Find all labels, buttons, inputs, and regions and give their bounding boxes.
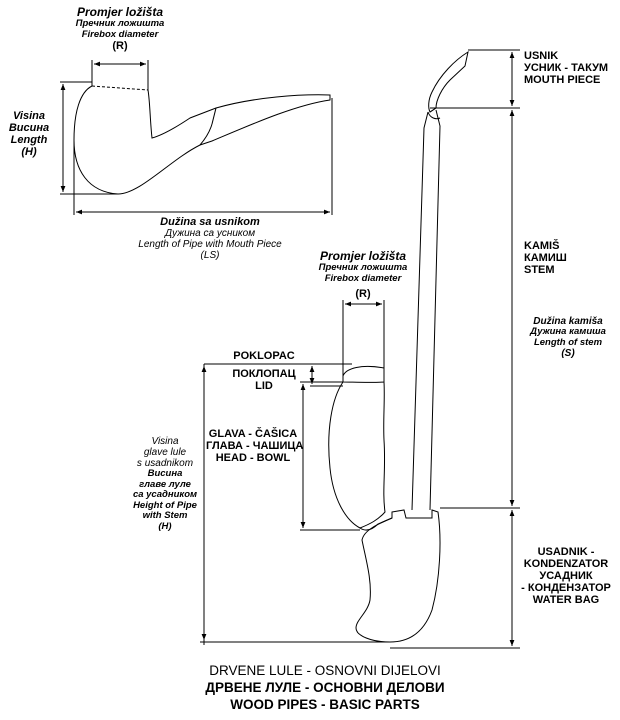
lid-label: POKLOPAC <box>226 350 302 362</box>
top-height-code: (H) <box>21 146 37 158</box>
top-length-code: (LS) <box>200 250 220 261</box>
lid-cyrillic: ПОКЛОПАЦ <box>232 368 296 380</box>
top-firebox-code: (R) <box>112 40 128 52</box>
water-bag-cyrillic1: УСАДНИК <box>539 570 593 582</box>
stem-length-label: Dužina kamiša Дужина камиша Length of st… <box>518 316 618 359</box>
lid-latin: POKLOPAC <box>233 350 295 362</box>
mouth-english: MOUTH PIECE <box>524 74 601 86</box>
top-height-cyrillic: Висина <box>8 122 50 134</box>
stem-cyrillic: КАМИШ <box>524 252 567 264</box>
main-firebox-english: Firebox diameter <box>324 272 402 284</box>
diagram-title: DRVENE LULE - OSNOVNI DIJELOVI ДРВЕНЕ ЛУ… <box>150 662 500 713</box>
top-length-english: Length of Pipe with Mouth Piece <box>138 239 282 250</box>
top-pipe-outline <box>73 85 331 195</box>
main-height-latin1: Visina <box>151 436 179 447</box>
water-bag-latin1: USADNIK - <box>537 546 595 558</box>
stem-label: KAMIŠ КАМИШ STEM <box>524 240 604 276</box>
top-firebox-english: Firebox diameter <box>81 28 159 40</box>
title-latin: DRVENE LULE - OSNOVNI DIJELOVI <box>209 663 441 678</box>
mouth-latin: USNIK <box>524 50 559 62</box>
main-height-english1: Height of Pipe <box>133 499 197 511</box>
bowl-english: HEAD - BOWL <box>215 452 291 464</box>
top-length-label: Dužina sa usnikom Дужина са усником Leng… <box>100 216 320 261</box>
top-pipe-dimensions <box>60 60 333 215</box>
title-cyrillic: ДРВЕНЕ ЛУЛЕ - ОСНОВНИ ДЕЛОВИ <box>205 680 445 695</box>
top-firebox-cyrillic: Пречник ложишта <box>75 18 165 29</box>
main-firebox-latin: Promjer ložišta <box>319 249 407 263</box>
water-bag-english: WATER BAG <box>532 594 600 606</box>
lid-label-2: ПОКЛОПАЦ LID <box>226 368 302 392</box>
stem-length-english: Length of stem <box>533 336 603 348</box>
main-pipe-outline <box>328 50 469 643</box>
title-english: WOOD PIPES - BASIC PARTS <box>230 697 420 712</box>
stem-latin: KAMIŠ <box>524 240 560 252</box>
top-height-label: Visina Висина Length (H) <box>2 110 56 158</box>
main-height-cyrillic2: главе луле <box>139 478 191 490</box>
main-height-cyrillic1: Висина <box>147 468 183 479</box>
top-firebox-label: Promjer ložišta Пречник ложишта Firebox … <box>55 5 185 53</box>
top-length-cyrillic: Дужина са усником <box>164 228 256 239</box>
main-height-english2: with Stem <box>142 510 188 521</box>
main-height-code: (H) <box>158 520 172 532</box>
bowl-label: GLAVA - ČAŠICA ГЛАВА - ЧАШИЦА HEAD - BOW… <box>206 428 304 464</box>
stem-english: STEM <box>524 264 555 276</box>
stem-length-latin: Dužina kamiša <box>533 316 603 327</box>
top-height-english: Length <box>10 134 48 146</box>
stem-length-cyrillic: Дужина камиша <box>530 326 606 337</box>
lid-english: LID <box>255 380 273 392</box>
main-firebox-code: (R) <box>355 288 371 300</box>
stem-length-code: (S) <box>561 348 575 359</box>
mouth-piece-label: USNIK УСНИК - ТАКУМ MOUTH PIECE <box>524 50 618 86</box>
main-pipe-dimensions <box>200 49 520 649</box>
main-height-latin3: s usadnikom <box>136 458 194 469</box>
top-height-latin: Visina <box>13 110 45 122</box>
main-firebox-label: Promjer ložišta Пречник ложишта Firebox … <box>304 249 422 301</box>
water-bag-label: USADNIK - KONDENZATOR УСАДНИК - КОНДЕНЗА… <box>514 546 618 606</box>
top-firebox-latin: Promjer ložišta <box>76 5 164 19</box>
bowl-latin: GLAVA - ČAŠICA <box>208 428 298 440</box>
mouth-cyrillic: УСНИК - ТАКУМ <box>524 62 609 74</box>
main-height-latin2: glave lule <box>143 447 187 458</box>
main-height-label: Visina glave lule s usadnikom Висина гла… <box>128 436 202 532</box>
main-firebox-cyrillic: Пречник ложишта <box>318 262 408 273</box>
water-bag-latin2: KONDENZATOR <box>523 558 609 570</box>
main-height-cyrillic3: са усадником <box>132 489 198 500</box>
top-length-latin: Dužina sa usnikom <box>160 216 260 228</box>
bowl-cyrillic: ГЛАВА - ЧАШИЦА <box>206 440 304 452</box>
water-bag-cyrillic2: - КОНДЕНЗАТОР <box>521 582 611 594</box>
